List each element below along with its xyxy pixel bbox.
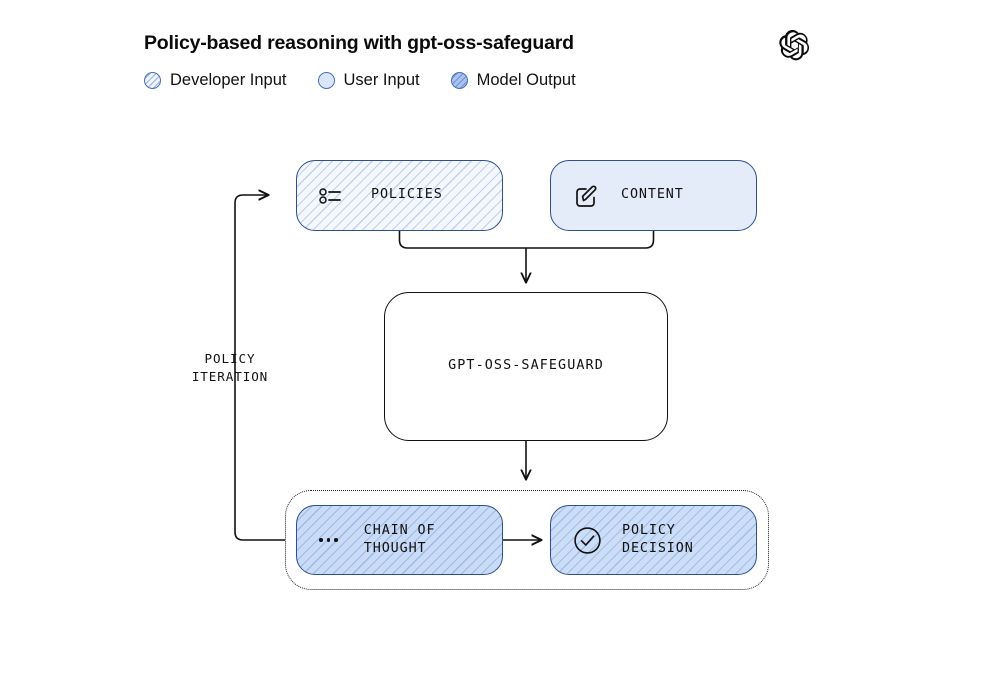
model-output-group — [285, 490, 769, 590]
openai-logo-icon — [779, 29, 810, 61]
policy-iteration-label: POLICY ITERATION — [191, 351, 269, 385]
node-label: POLICY DECISION — [622, 522, 694, 556]
page-title: Policy-based reasoning with gpt-oss-safe… — [144, 32, 574, 54]
node-chain-of-thought[interactable]: CHAIN OF THOUGHT — [296, 505, 503, 575]
legend-label: Developer Input — [170, 71, 287, 89]
pencil-square-icon — [573, 183, 599, 209]
node-content[interactable]: CONTENT — [550, 160, 757, 231]
node-label: CONTENT — [621, 187, 684, 203]
legend-item-user-input: User Input — [317, 71, 420, 90]
node-model-gpt-oss-safeguard[interactable]: GPT-OSS-SAFEGUARD — [384, 292, 668, 441]
node-label: GPT-OSS-SAFEGUARD — [448, 358, 604, 374]
legend-item-developer-input: Developer Input — [144, 71, 287, 90]
developer-input-swatch-icon — [144, 72, 161, 89]
legend-label: User Input — [343, 71, 420, 89]
model-output-swatch-icon — [450, 72, 468, 89]
legend-label: Model Output — [476, 71, 576, 89]
node-policies[interactable]: POLICIES — [296, 160, 503, 231]
ellipsis-icon — [319, 538, 338, 542]
node-label: CHAIN OF THOUGHT — [363, 522, 436, 556]
check-circle-icon — [573, 526, 602, 555]
legend-item-model-output: Model Output — [450, 71, 576, 90]
bullet-list-icon — [319, 186, 341, 205]
user-input-swatch-icon — [317, 72, 335, 89]
node-label: POLICIES — [371, 187, 443, 203]
node-policy-decision[interactable]: POLICY DECISION — [550, 505, 757, 575]
legend: Developer Input User Input Model Output — [144, 71, 576, 90]
